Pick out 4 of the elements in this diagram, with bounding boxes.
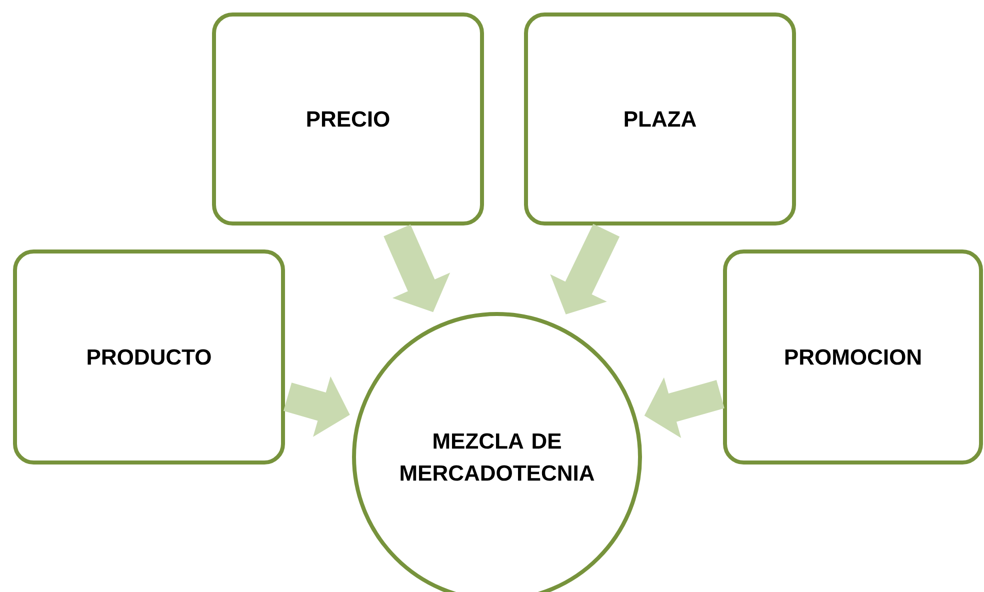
- process-box: PRECIO: [212, 12, 484, 226]
- process-box: PLAZA: [524, 12, 796, 226]
- process-box: PROMOCION: [723, 250, 984, 464]
- process-box: PRODUCTO: [13, 250, 285, 464]
